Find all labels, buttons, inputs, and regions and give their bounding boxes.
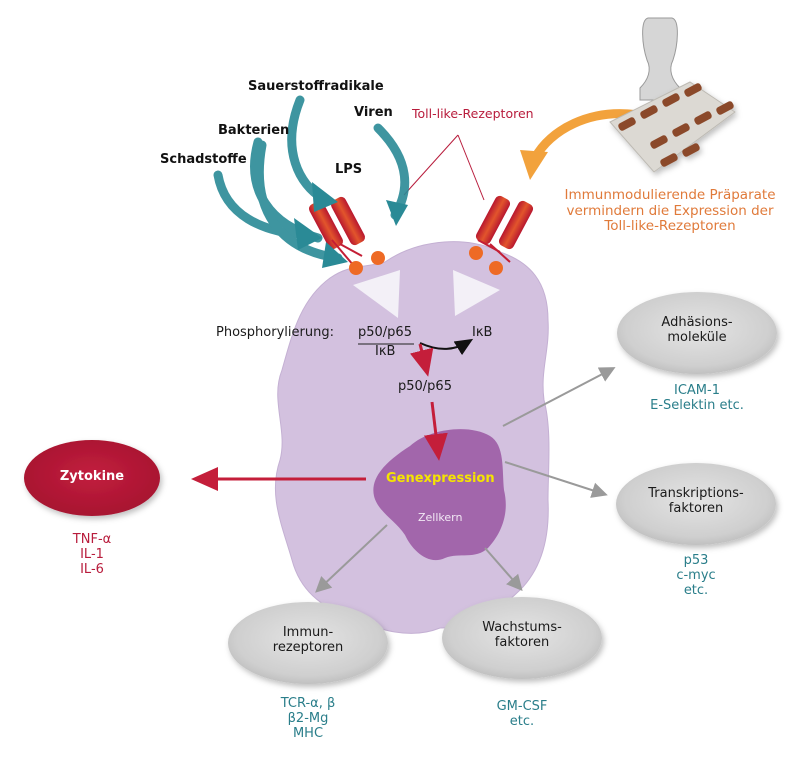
dissociation-arrow <box>409 343 434 377</box>
label-viren: Viren <box>354 105 393 120</box>
toll-like-receptor-right <box>469 195 534 275</box>
immunrezeptoren-item: β2-Mg <box>287 710 329 726</box>
drug-note: Immunmodulierende Präparate vermindern d… <box>564 187 776 235</box>
adhaesion-ellipse <box>617 292 777 374</box>
arrow-to-transkription <box>504 461 608 498</box>
zytokine-title: Zytokine <box>59 469 125 484</box>
zytokine-ellipse <box>24 440 160 516</box>
transkription-item: etc. <box>683 582 709 598</box>
label-toll-like-rezeptoren: Toll-like-Rezeptoren <box>412 106 534 121</box>
immunrezeptoren-items: TCR-α, β β2-Mg MHC <box>280 696 336 742</box>
free-complex: p50/p65 <box>398 379 452 394</box>
zytokine-items: TNF-α IL-1 IL-6 <box>72 532 112 578</box>
label-phosphorylierung: Phosphorylierung: <box>216 325 334 340</box>
immunrezeptoren-item: MHC <box>292 725 324 741</box>
immunrezeptoren-title-line2: rezeptoren <box>272 639 344 655</box>
drug-note-line3: Toll-like-Rezeptoren <box>604 218 736 235</box>
label-lps: LPS <box>335 162 363 177</box>
toll-like-pointer-left <box>403 134 459 196</box>
blister-pack-image <box>609 81 736 173</box>
wachstum-items: GM-CSF etc. <box>496 699 548 730</box>
complex-top: p50/p65 <box>358 325 412 340</box>
drug-note-line1: Immunmodulierende Präparate <box>564 187 776 203</box>
released-ikb: IκB <box>472 325 493 340</box>
transkription-title-line2: faktoren <box>668 500 724 516</box>
adhaesion-items: ICAM-1 E-Selektin etc. <box>650 383 744 414</box>
arrow-to-immunrezeptoren <box>315 524 388 593</box>
ampoule-image <box>639 17 681 101</box>
arrow-to-wachstum <box>484 547 523 592</box>
signal-arrow-right <box>453 270 500 316</box>
signal-arrow-left <box>353 270 400 318</box>
label-zellkern: Zellkern <box>418 511 463 524</box>
adhaesion-title-line1: Adhäsions- <box>661 315 733 330</box>
label-sauerstoffradikale: Sauerstoffradikale <box>248 79 384 94</box>
immunrezeptoren-ellipse <box>228 602 388 684</box>
translocation-arrow <box>423 401 448 461</box>
drug-arrow <box>530 109 643 163</box>
transkription-ellipse <box>616 463 776 545</box>
zytokine-item: IL-1 <box>80 546 104 562</box>
drug-note-line2: vermindern die Expression der <box>566 202 774 219</box>
label-bakterien: Bakterien <box>218 123 290 138</box>
arrow-to-adhaesion <box>502 367 616 427</box>
wachstum-item: GM-CSF <box>496 699 548 714</box>
toll-like-pointer-right <box>457 134 485 201</box>
zytokine-item: TNF-α <box>72 532 112 547</box>
label-schadstoffe: Schadstoffe <box>160 152 247 167</box>
transkription-item: p53 <box>683 553 709 568</box>
wachstum-title: Wachstums- faktoren <box>482 620 562 651</box>
wachstum-item: etc. <box>509 713 535 729</box>
immunrezeptoren-title-line1: Immun- <box>282 625 334 640</box>
adhaesion-title: Adhäsions- moleküle <box>661 315 733 346</box>
transkription-title: Transkriptions- faktoren <box>648 486 744 517</box>
wachstum-ellipse <box>442 597 602 679</box>
wachstum-title-line1: Wachstums- <box>482 620 562 635</box>
stimulus-arrowheads <box>294 182 408 268</box>
label-genexpression: Genexpression <box>386 471 495 486</box>
transkription-items: p53 c-myc etc. <box>676 553 716 599</box>
wachstum-title-line2: faktoren <box>494 634 550 650</box>
release-arrow <box>419 338 474 356</box>
immunrezeptoren-title: Immun- rezeptoren <box>272 625 344 656</box>
zytokine-item: IL-6 <box>80 561 104 577</box>
complex-bottom: IκB <box>375 344 396 359</box>
adhaesion-item: E-Selektin etc. <box>650 397 744 413</box>
transkription-title-line1: Transkriptions- <box>648 486 744 501</box>
drug-arrowhead <box>520 150 548 180</box>
adhaesion-item: ICAM-1 <box>674 383 720 398</box>
immunrezeptoren-item: TCR-α, β <box>280 696 336 711</box>
nucleus <box>373 429 506 561</box>
adhaesion-title-line2: moleküle <box>667 329 727 345</box>
toll-like-receptor-left <box>308 196 385 275</box>
transkription-item: c-myc <box>676 567 716 583</box>
